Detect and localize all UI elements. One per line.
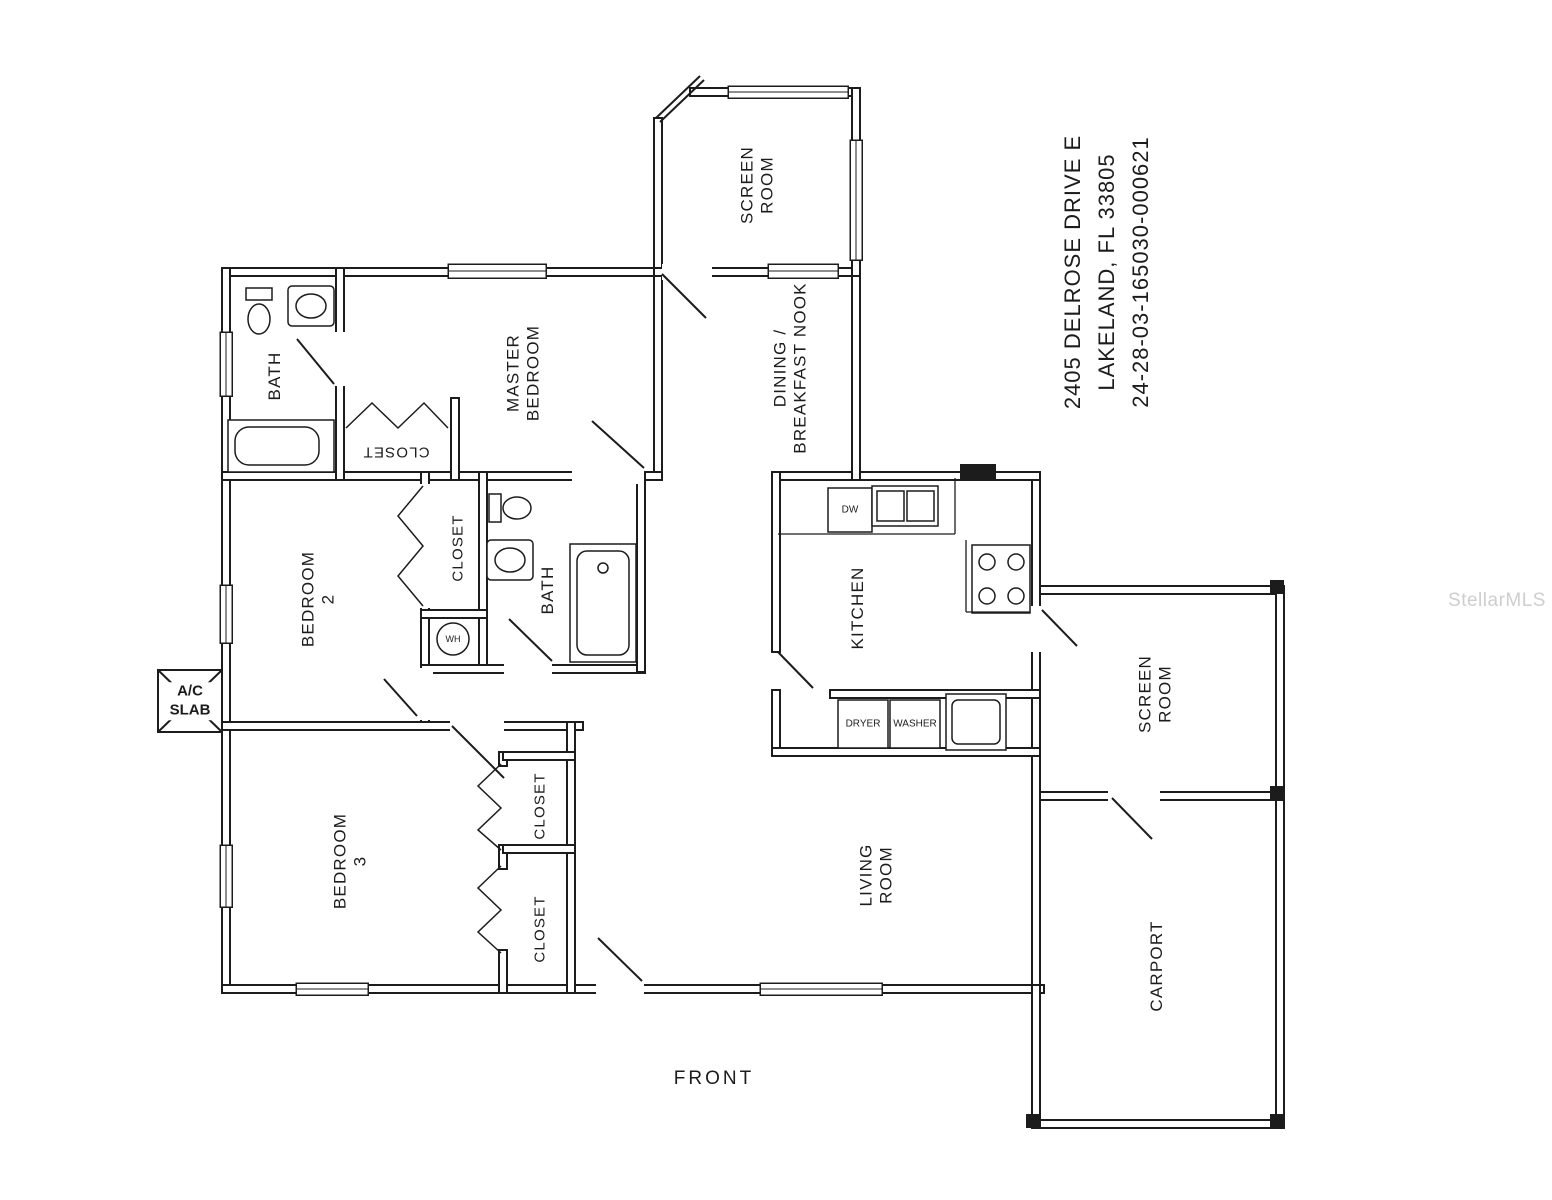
water-heater-icon [436, 622, 470, 656]
corner-posts [1026, 580, 1284, 1128]
room-label-bedroom-3: BEDROOM 3 [330, 812, 369, 910]
shower-icon [569, 543, 637, 663]
watermark: StellarMLS [1448, 590, 1546, 612]
ac-slab-label: A/C SLAB [167, 682, 213, 720]
front-label: FRONT [673, 1068, 755, 1090]
bifold-doors-layer [345, 401, 503, 954]
door-openings-layer [332, 264, 1160, 997]
dryer-label: DRYER [845, 718, 881, 730]
bathtub-icon [227, 419, 335, 473]
room-label-master-closet: CLOSET [362, 443, 430, 461]
washer-label: WASHER [893, 718, 937, 730]
room-label-kitchen: KITCHEN [848, 566, 868, 650]
room-label-screen-room-right: SCREEN ROOM [1135, 654, 1174, 734]
room-label-master-bedroom: MASTER BEDROOM [503, 324, 542, 422]
room-label-bath-2: BATH [538, 565, 558, 615]
counter-lines [778, 478, 1030, 613]
water-heater-label: WH [445, 633, 461, 644]
kitchen-sink-icon [871, 485, 939, 527]
washer-box [889, 699, 941, 749]
doors-layer [296, 75, 1153, 982]
room-label-bedroom-2: BEDROOM 2 [298, 550, 337, 648]
room-label-dining-nook: DINING / BREAKFAST NOOK [770, 282, 809, 454]
room-label-hall-closet: CLOSET [449, 514, 467, 582]
laundry-sink-icon [945, 693, 1007, 751]
windows-layer [219, 85, 996, 996]
room-label-screen-room-top: SCREEN ROOM [737, 145, 776, 225]
toilet-2-icon [488, 493, 532, 523]
address-title-block: 2405 DELROSE DRIVE E LAKELAND, FL 33805 … [1060, 134, 1153, 410]
room-label-closet-b: CLOSET [531, 895, 549, 963]
dryer-box [837, 699, 889, 749]
dishwasher-box [827, 487, 873, 533]
fixtures-layer [157, 285, 1031, 751]
room-label-bath-1: BATH [265, 351, 285, 401]
stove-icon [971, 544, 1031, 614]
dishwasher-label: DW [841, 504, 859, 516]
room-label-carport: CARPORT [1147, 920, 1167, 1012]
toilet-icon [245, 287, 273, 335]
sink-2-icon [486, 539, 534, 581]
room-label-living-room: LIVING ROOM [856, 843, 895, 907]
sink-icon [287, 285, 335, 327]
kitchen-window-stub [960, 464, 996, 480]
room-label-closet-a: CLOSET [531, 772, 549, 840]
